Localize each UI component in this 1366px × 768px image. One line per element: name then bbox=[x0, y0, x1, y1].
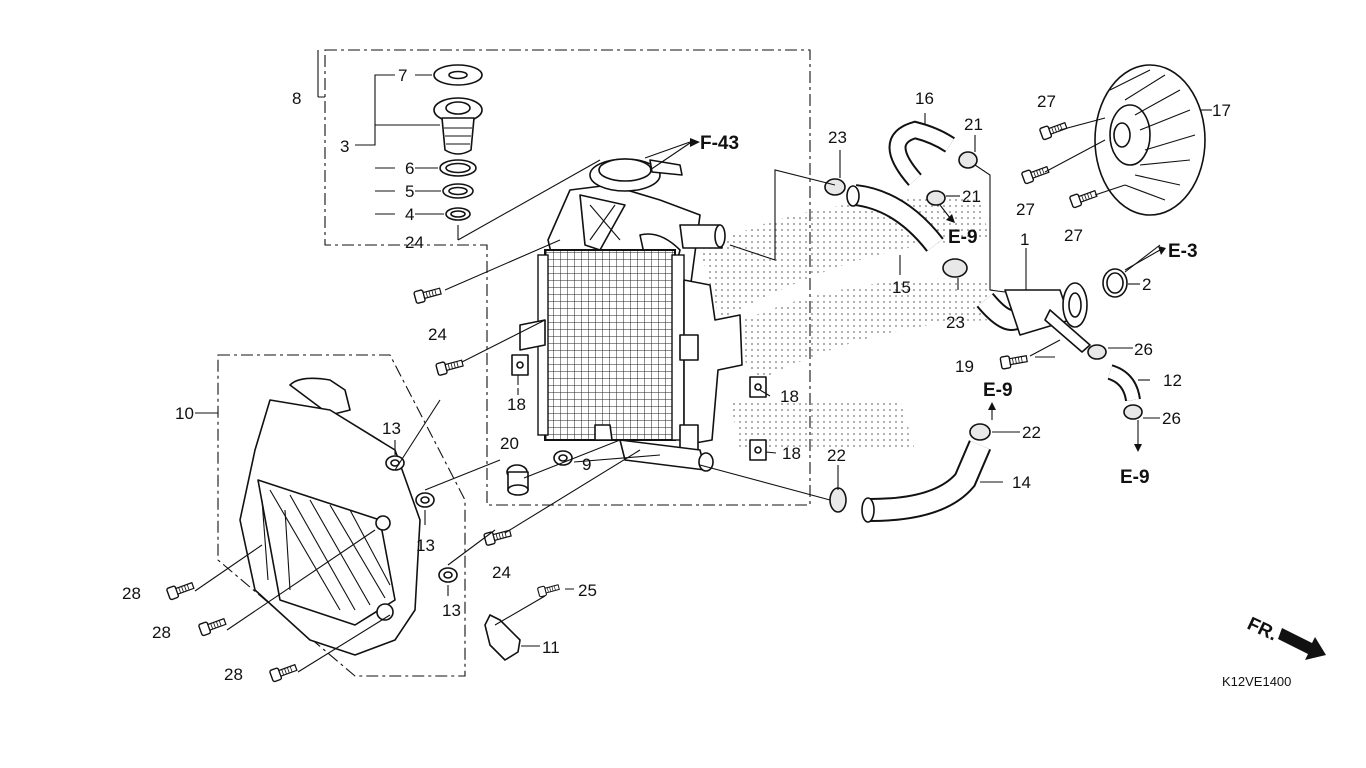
bolt-28a bbox=[165, 579, 196, 601]
gasket-5 bbox=[442, 183, 474, 199]
front-direction-indicator: FR. bbox=[1244, 613, 1326, 660]
reference-arrows bbox=[644, 138, 1166, 452]
callout-24-middle: 24 bbox=[428, 325, 447, 344]
bolt-19 bbox=[999, 352, 1029, 370]
callout-4: 4 bbox=[405, 205, 414, 224]
screw-25 bbox=[536, 581, 561, 598]
hose-clamp-22a bbox=[969, 423, 991, 441]
ref-label-f43: F-43 bbox=[700, 133, 739, 154]
callout-18-left: 18 bbox=[507, 395, 526, 414]
radiator-cap-3 bbox=[433, 97, 483, 155]
hose-15 bbox=[846, 184, 944, 252]
callout-8: 8 bbox=[292, 89, 301, 108]
bolt-24b bbox=[434, 356, 465, 377]
hose-clamp-22b bbox=[829, 487, 847, 513]
shroud-assembly-box bbox=[217, 354, 466, 677]
callout-26-upper: 26 bbox=[1134, 340, 1153, 359]
callout-10: 10 bbox=[175, 404, 194, 423]
hose-clamp-21a bbox=[958, 151, 978, 169]
callout-11: 11 bbox=[542, 638, 560, 657]
callout-6: 6 bbox=[405, 159, 414, 178]
clip-nut-18b bbox=[749, 376, 767, 398]
bracket-11 bbox=[484, 614, 521, 661]
callout-15: 15 bbox=[892, 278, 911, 297]
callout-5: 5 bbox=[405, 182, 414, 201]
thermostat-housing-1 bbox=[976, 282, 1091, 353]
callout-16: 16 bbox=[915, 89, 934, 108]
gasket-6 bbox=[439, 159, 477, 177]
clip-nut-18a bbox=[511, 354, 529, 376]
callout-7: 7 bbox=[398, 66, 407, 85]
callout-18-right-lower: 18 bbox=[782, 444, 801, 463]
cap-seal-7 bbox=[433, 64, 483, 86]
callout-19: 19 bbox=[955, 357, 974, 376]
callout-21-lower: 21 bbox=[962, 187, 981, 206]
bolt-27b bbox=[1020, 163, 1051, 185]
callout-20: 20 bbox=[500, 434, 519, 453]
grommet-13c bbox=[438, 567, 458, 583]
callout-18-right-upper: 18 bbox=[780, 387, 799, 406]
hose-clamp-26a bbox=[1087, 344, 1107, 360]
hose-clamp-23a bbox=[824, 178, 846, 196]
grommet-13a bbox=[385, 455, 405, 471]
diagram-code: K12VE1400 bbox=[1222, 674, 1291, 689]
callout-22-left: 22 bbox=[827, 446, 846, 465]
callout-21-upper: 21 bbox=[964, 115, 983, 134]
callout-27-middle: 27 bbox=[1016, 200, 1035, 219]
callout-1: 1 bbox=[1020, 230, 1029, 249]
bolt-24a bbox=[412, 284, 443, 305]
hose-clamp-21b bbox=[926, 190, 946, 206]
hose-16 bbox=[888, 120, 955, 186]
callout-23-lower: 23 bbox=[946, 313, 965, 332]
hose-clamp-26b bbox=[1123, 404, 1143, 420]
callout-23-upper: 23 bbox=[828, 128, 847, 147]
callout-26-lower: 26 bbox=[1162, 409, 1181, 428]
gasket-4 bbox=[445, 207, 471, 221]
bolt-24c bbox=[482, 526, 513, 547]
callout-28-middle: 28 bbox=[152, 623, 171, 642]
hose-12 bbox=[1107, 364, 1141, 402]
cap-assembly-box bbox=[324, 49, 811, 506]
callout-27-top: 27 bbox=[1037, 92, 1056, 111]
callout-12: 12 bbox=[1163, 371, 1182, 390]
bolt-28b bbox=[197, 615, 228, 637]
ref-label-e9-middle: E-9 bbox=[983, 380, 1013, 401]
callout-14: 14 bbox=[1012, 473, 1031, 492]
ref-label-e9-upper: E-9 bbox=[948, 227, 978, 248]
callout-28-upper: 28 bbox=[122, 584, 141, 603]
callout-28-lower: 28 bbox=[224, 665, 243, 684]
o-ring-2 bbox=[1102, 268, 1128, 298]
cap-bracket-lines bbox=[317, 50, 440, 215]
bolt-28c bbox=[268, 661, 299, 683]
ref-label-e3: E-3 bbox=[1168, 241, 1198, 262]
bolt-27c bbox=[1068, 187, 1099, 209]
callout-27-lower: 27 bbox=[1064, 226, 1083, 245]
callout-22-right: 22 bbox=[1022, 423, 1041, 442]
clip-nut-18c bbox=[749, 439, 767, 461]
callout-3: 3 bbox=[340, 137, 349, 156]
radiator bbox=[519, 158, 743, 472]
grommet-13b bbox=[415, 492, 435, 508]
drain-bolt-20 bbox=[506, 464, 529, 496]
callout-17: 17 bbox=[1212, 101, 1231, 120]
callout-13-upper: 13 bbox=[382, 419, 401, 438]
bolt-27a bbox=[1038, 119, 1069, 141]
callout-13-lower: 13 bbox=[442, 601, 461, 620]
callout-2: 2 bbox=[1142, 275, 1151, 294]
leader-lines bbox=[194, 74, 1212, 673]
washer-9 bbox=[553, 450, 573, 466]
callout-24-upper: 24 bbox=[405, 233, 424, 252]
callout-24-lower: 24 bbox=[492, 563, 511, 582]
ref-label-e9-lower: E-9 bbox=[1120, 467, 1150, 488]
callout-25: 25 bbox=[578, 581, 597, 600]
hose-clamp-23b bbox=[942, 258, 968, 278]
cooling-fan-17 bbox=[1094, 64, 1206, 216]
callout-9: 9 bbox=[582, 455, 591, 474]
hose-14 bbox=[861, 440, 992, 523]
callout-13-middle: 13 bbox=[416, 536, 435, 555]
front-label: FR. bbox=[1244, 613, 1281, 645]
